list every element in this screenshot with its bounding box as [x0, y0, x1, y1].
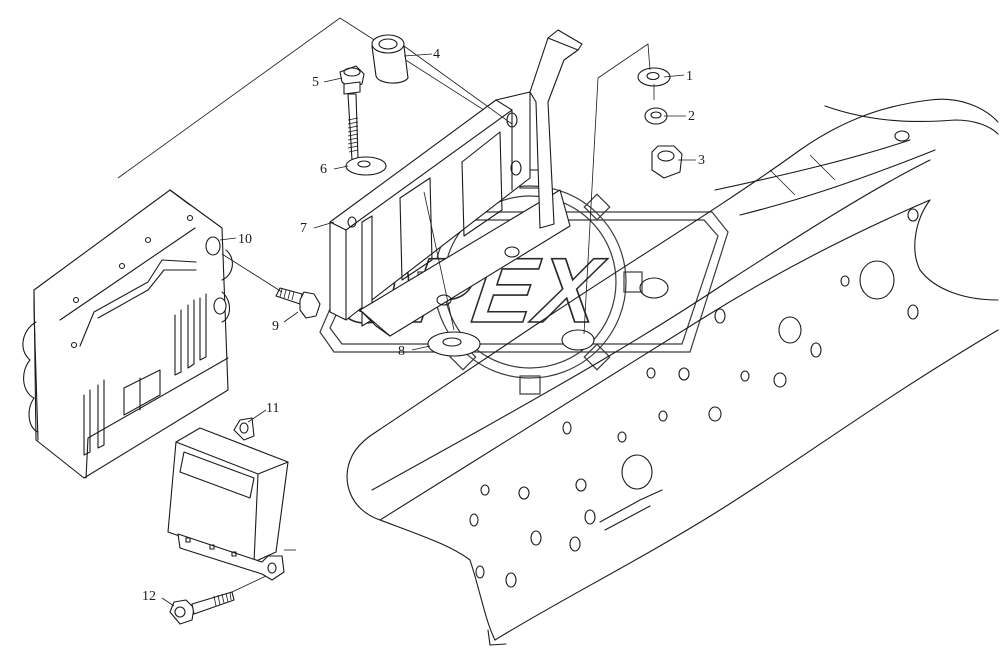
callout-7: 7 — [300, 221, 307, 236]
callout-5: 5 — [312, 75, 319, 90]
bolt-5 — [339, 65, 365, 161]
assembly-axes — [221, 43, 655, 593]
callout-labels: 1 2 3 4 5 6 7 8 9 10 11 12 — [142, 47, 705, 607]
washer-1 — [637, 67, 671, 87]
control-unit-11 — [167, 417, 296, 581]
callout-1: 1 — [686, 69, 693, 84]
callout-12: 12 — [142, 589, 156, 604]
callout-6: 6 — [320, 162, 327, 177]
spring-washer-2 — [644, 107, 668, 125]
frame-rail — [346, 98, 999, 646]
callout-10: 10 — [238, 232, 252, 247]
bolt-9 — [275, 287, 321, 319]
callout-11: 11 — [266, 401, 279, 416]
bolt-12 — [169, 591, 235, 625]
watermark-frame — [319, 211, 729, 353]
callout-4: 4 — [433, 47, 440, 62]
callout-9: 9 — [272, 319, 279, 334]
callout-3: 3 — [698, 153, 705, 168]
washer-6 — [345, 156, 387, 176]
bracket-7 — [329, 29, 669, 337]
callout-2: 2 — [688, 109, 695, 124]
watermark-gear — [417, 169, 643, 395]
callout-8: 8 — [398, 344, 405, 359]
washer-8 — [427, 329, 595, 357]
bushing-4 — [371, 34, 409, 84]
nut-3 — [651, 145, 683, 179]
support-plate-10 — [22, 17, 513, 479]
